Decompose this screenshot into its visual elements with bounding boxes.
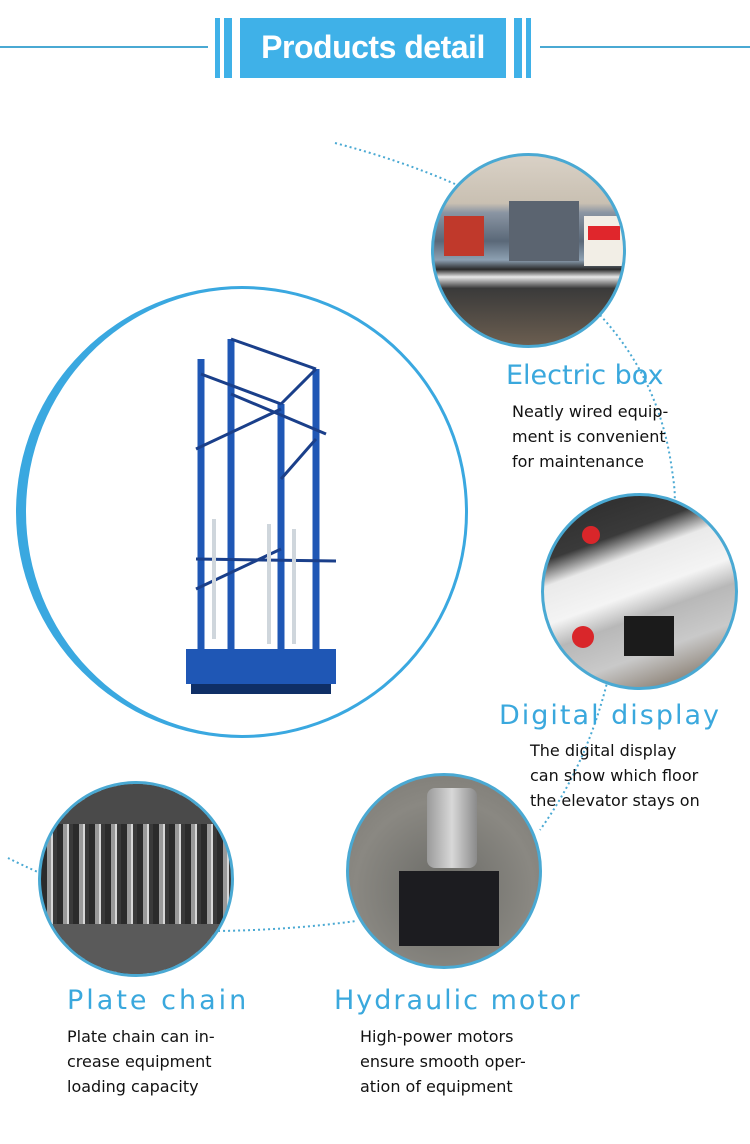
oil-tank: [399, 871, 499, 946]
electric-box-photo: [431, 153, 626, 348]
feature-title-hydraulic-motor: Hydraulic motor: [334, 985, 582, 1016]
red-button: [572, 626, 594, 648]
header-line-right: [540, 46, 750, 48]
feature-desc-plate-chain: Plate chain can in- crease equipment loa…: [67, 1027, 215, 1096]
feature-desc-hydraulic-motor: High-power motors ensure smooth oper- at…: [360, 1027, 526, 1096]
feature-title-plate-chain: Plate chain: [67, 985, 250, 1016]
banner-stripe: [514, 18, 522, 78]
red-button: [582, 526, 600, 544]
breaker-block: [584, 216, 623, 266]
feature-title-digital-display: Digital display: [499, 700, 722, 731]
cargo-lift-icon: [186, 337, 337, 694]
relay-block: [444, 216, 484, 256]
contactor-block: [509, 201, 579, 261]
banner-stripe: [526, 18, 531, 78]
hydraulic-motor-photo: [346, 773, 542, 969]
feature-title-electric-box: Electric box: [506, 360, 664, 391]
display-panel: [624, 616, 674, 656]
banner-stripe: [224, 18, 232, 78]
banner-stripe: [215, 18, 220, 78]
main-product-image: [16, 286, 468, 738]
section-title: Products detail: [240, 18, 506, 78]
plate-chain-photo: [38, 781, 234, 977]
feature-desc-electric-box: Neatly wired equip- ment is convenient f…: [512, 402, 669, 471]
digital-display-photo: [541, 493, 738, 690]
motor-body: [427, 788, 477, 868]
header-line-left: [0, 46, 208, 48]
feature-desc-digital-display: The digital display can show which floor…: [530, 741, 700, 810]
